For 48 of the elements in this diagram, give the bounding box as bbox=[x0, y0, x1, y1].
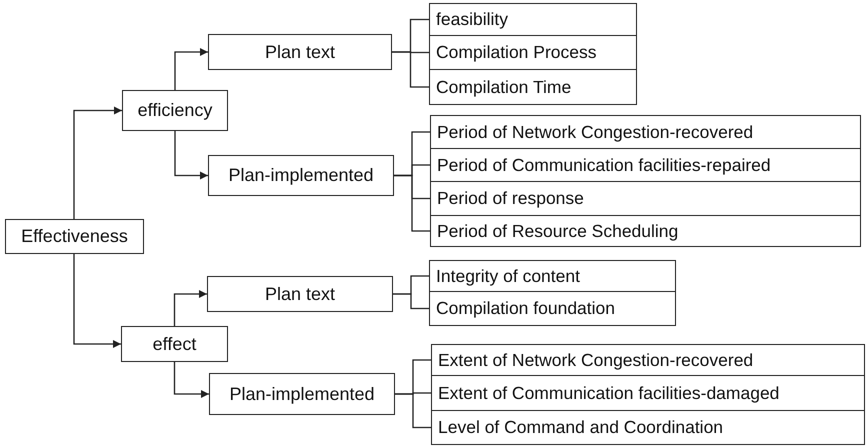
node-label: Period of Communication facilities-repaired bbox=[437, 154, 771, 176]
node-label: Plan-implemented bbox=[228, 165, 374, 186]
node-label: Plan-implemented bbox=[229, 384, 375, 404]
node-label: Compilation foundation bbox=[436, 298, 616, 319]
node-label: Extent of Network Congestion-recovered bbox=[438, 350, 754, 370]
category-box bbox=[208, 34, 392, 70]
indicator-box bbox=[429, 260, 676, 292]
arrow bbox=[174, 362, 209, 398]
connector-line bbox=[393, 293, 429, 310]
category-box bbox=[5, 219, 144, 254]
node-label: Level of Command and Coordination bbox=[438, 417, 724, 438]
node-label: Period of Network Congestion-recovered bbox=[437, 122, 754, 142]
node-label: Compilation Time bbox=[436, 76, 572, 98]
connector-line bbox=[395, 393, 431, 428]
indicator-box bbox=[429, 35, 637, 70]
node-label: Extent of Communication facilities-damaged bbox=[438, 382, 780, 404]
node-label: Compilation Process bbox=[436, 42, 596, 63]
arrow bbox=[174, 131, 208, 180]
node-label: feasibility bbox=[436, 9, 508, 30]
category-box bbox=[207, 276, 393, 312]
node-label: Plan text bbox=[264, 42, 336, 62]
indicator-box bbox=[429, 3, 637, 36]
arrow bbox=[73, 254, 121, 348]
connector-line bbox=[394, 174, 430, 232]
node-label: efficiency bbox=[138, 100, 212, 121]
category-box bbox=[208, 155, 394, 196]
indicator-box bbox=[431, 344, 865, 376]
indicator-box bbox=[431, 410, 865, 445]
indicator-box bbox=[431, 375, 865, 411]
indicator-box bbox=[430, 115, 861, 149]
indicator-box bbox=[429, 291, 676, 326]
indicator-box bbox=[430, 215, 861, 247]
category-box bbox=[122, 90, 228, 131]
node-label: Period of Resource Scheduling bbox=[437, 220, 678, 242]
arrow bbox=[174, 48, 208, 90]
indicator-box bbox=[430, 181, 861, 216]
node-label: Integrity of content bbox=[436, 266, 580, 286]
connector-line bbox=[392, 51, 429, 88]
category-box bbox=[209, 373, 395, 415]
node-label: Plan text bbox=[264, 284, 336, 304]
node-label: Effectiveness bbox=[21, 226, 128, 247]
node-label: Period of response bbox=[437, 188, 584, 209]
indicator-box bbox=[430, 148, 861, 182]
indicator-box bbox=[429, 69, 637, 105]
category-box bbox=[121, 326, 228, 362]
arrow bbox=[73, 106, 122, 219]
node-label: effect bbox=[152, 334, 196, 354]
arrow bbox=[174, 290, 207, 326]
